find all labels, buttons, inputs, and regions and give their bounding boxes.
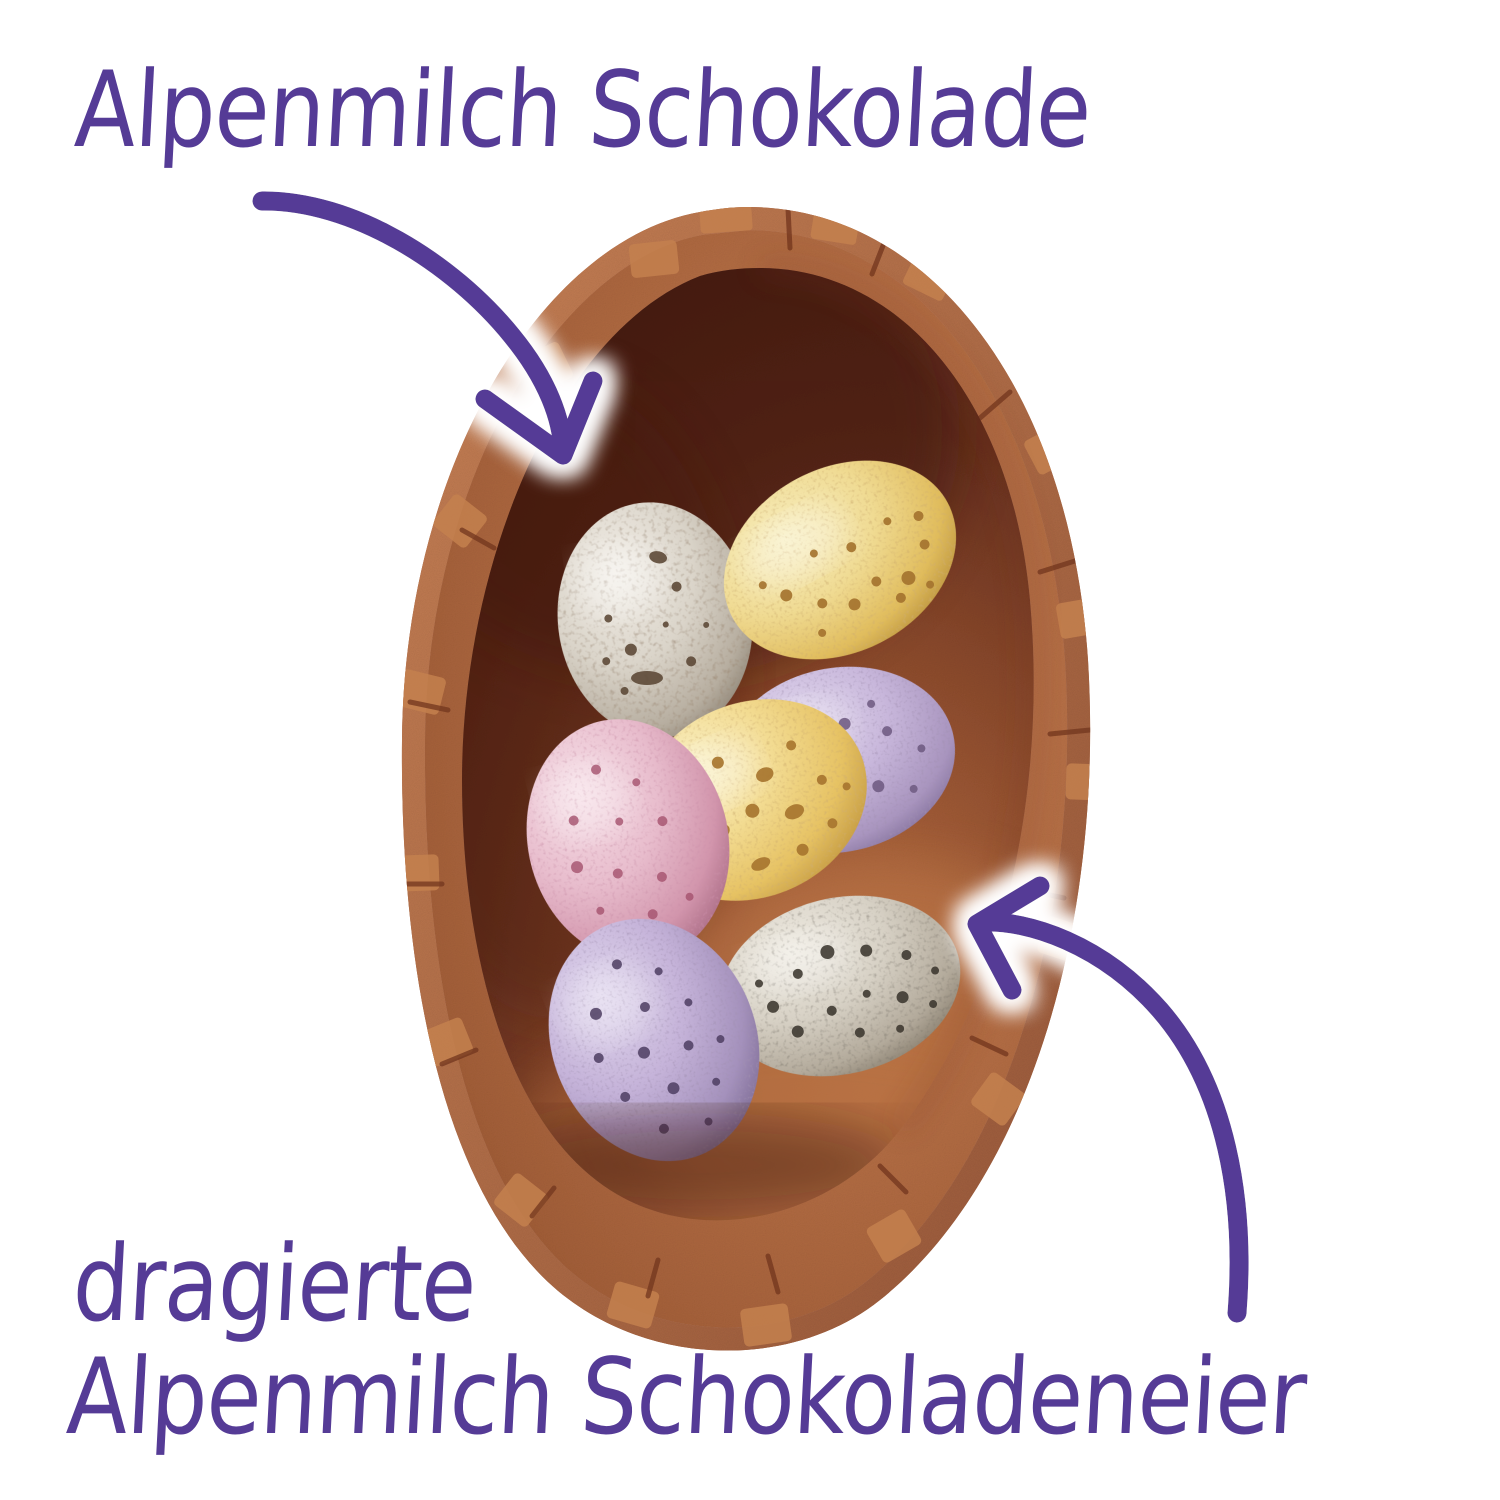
mini-egg-white-top [557, 502, 753, 738]
mini-egg-lilac-bottom [548, 918, 760, 1162]
mini-eggs-group [490, 460, 961, 1217]
arrow-bottom-to-mini-eggs [967, 876, 1249, 1323]
mini-egg-yellow-top [723, 460, 957, 660]
mini-egg-pink-left [526, 719, 730, 961]
mini-egg-white-bottom [719, 895, 961, 1077]
arrow-top-to-chocolate-shell [252, 191, 603, 465]
